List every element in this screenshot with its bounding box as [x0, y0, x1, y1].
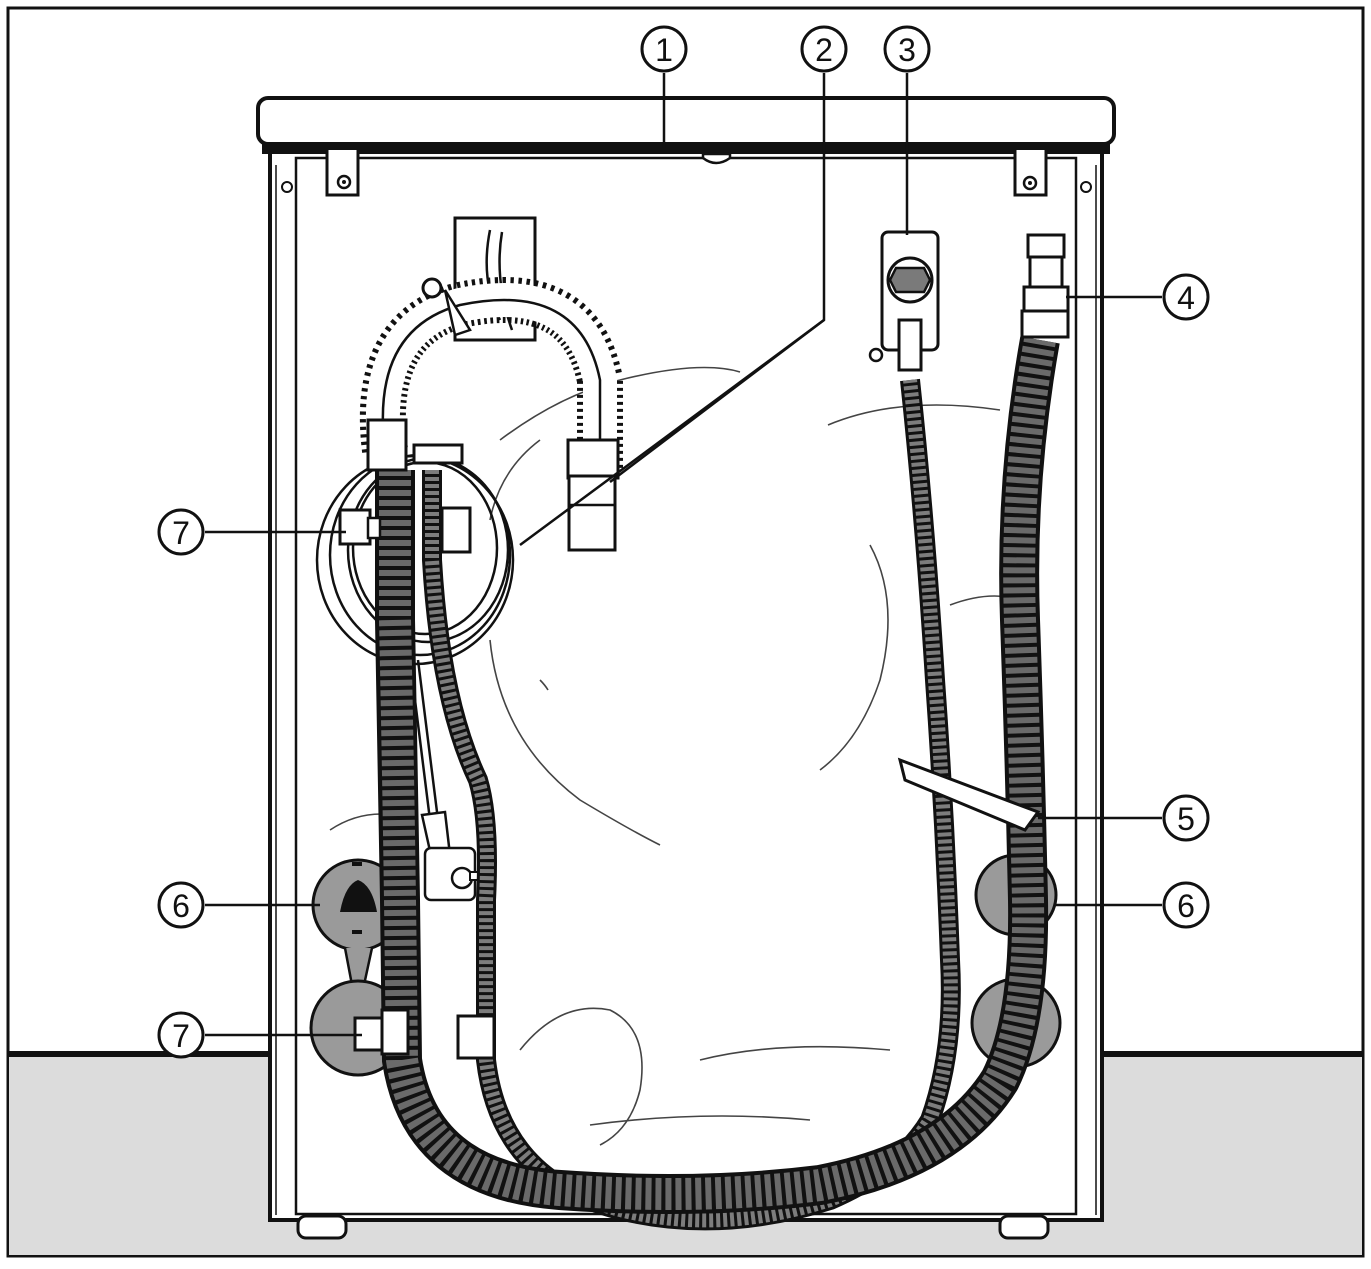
callout-7-lower-label: 7	[172, 1018, 190, 1054]
callout-3: 3	[883, 25, 931, 73]
callout-5: 5	[1162, 794, 1210, 842]
machine-feet	[296, 1214, 1050, 1240]
hose-guide	[897, 757, 1041, 832]
hose-clips	[338, 443, 496, 1060]
lid	[256, 96, 1116, 165]
callout-2-label: 2	[815, 32, 833, 68]
drain-hose	[375, 336, 1060, 1214]
callout-6-right-label: 6	[1177, 888, 1195, 924]
drain-hose-bend	[359, 277, 623, 552]
callout-7-upper: 7	[157, 508, 205, 556]
callout-5-label: 5	[1177, 801, 1195, 837]
callout-7-upper-label: 7	[172, 515, 190, 551]
callout-1: 1	[640, 25, 688, 73]
drain-hose-connector	[1020, 233, 1070, 339]
callout-6-left-label: 6	[172, 888, 190, 924]
callout-2: 2	[800, 25, 848, 73]
callout-6-right: 6	[1162, 881, 1210, 929]
lid-brackets	[325, 150, 1048, 197]
callout-4-label: 4	[1177, 280, 1195, 316]
callout-1-label: 1	[655, 32, 673, 68]
callout-6-left: 6	[157, 881, 205, 929]
inlet-valve-connection	[868, 230, 940, 372]
leader-lines	[205, 73, 1162, 1037]
callout-3-label: 3	[898, 32, 916, 68]
callout-4: 4	[1162, 273, 1210, 321]
callout-7-lower: 7	[157, 1011, 205, 1059]
